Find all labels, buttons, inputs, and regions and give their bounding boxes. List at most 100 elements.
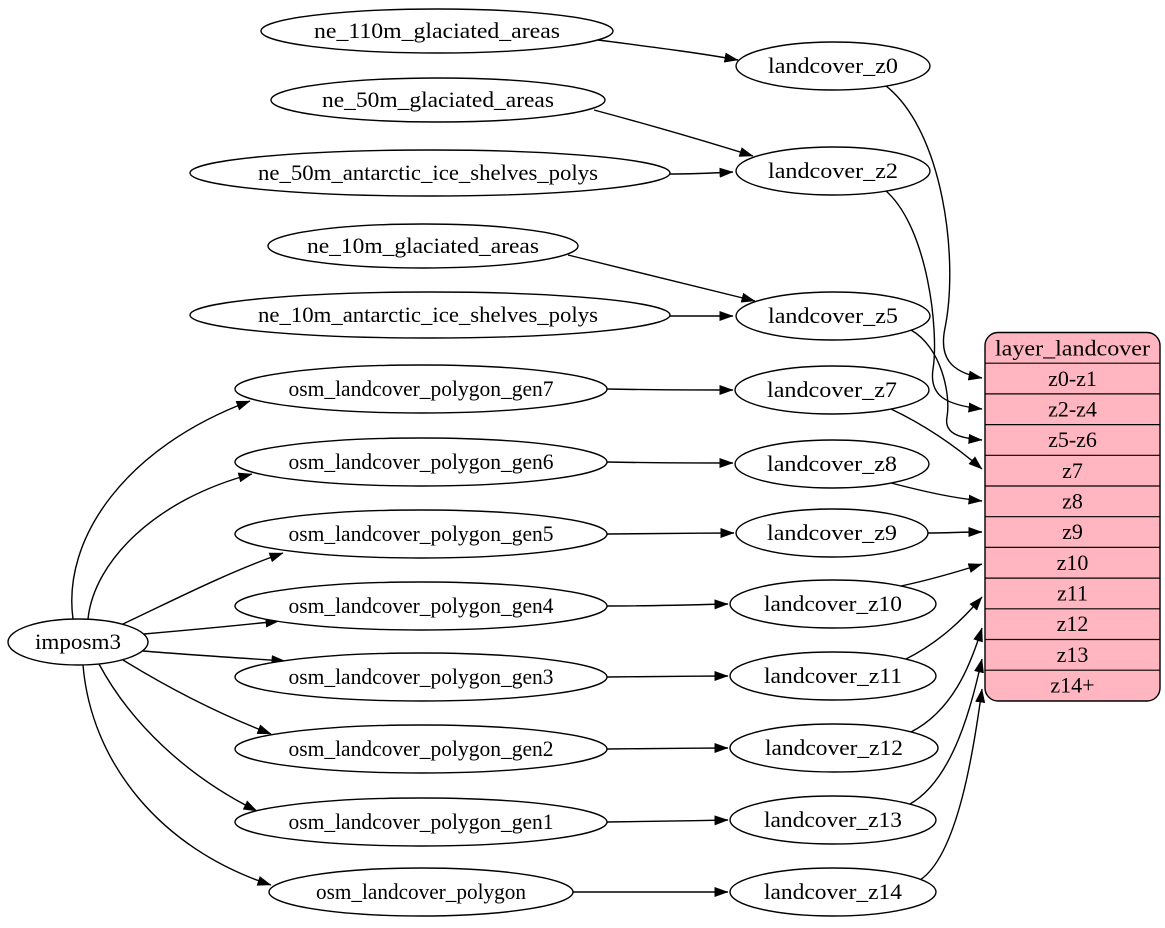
edge-imposm3-to-osm_landcover_polygon_gen2 [122, 659, 272, 735]
node-osm_landcover_polygon: osm_landcover_polygon [268, 867, 574, 917]
node-osm_landcover_polygon_gen1: osm_landcover_polygon_gen1 [234, 797, 608, 847]
node-osm_landcover_polygon_gen4: osm_landcover_polygon_gen4 [234, 581, 608, 631]
edge-imposm3-to-osm_landcover_polygon [82, 664, 272, 886]
edge-landcover_z11-to-row-z11 [905, 596, 983, 660]
record-row-z8: z8 [1062, 489, 1083, 514]
node-landcover_z5-shape [735, 291, 931, 341]
node-osm_landcover_polygon_gen6-label: osm_landcover_polygon_gen6 [289, 449, 554, 474]
node-landcover_z10-shape [729, 579, 937, 629]
node-osm_landcover_polygon_gen4-shape [234, 581, 608, 631]
node-landcover_z0: landcover_z0 [735, 41, 931, 91]
node-landcover_z7-label: landcover_z7 [767, 377, 897, 402]
edge-osm_landcover_polygon_gen7-to-landcover_z7 [606, 384, 734, 395]
node-landcover_z12-label: landcover_z12 [765, 735, 903, 760]
edge-osm_landcover_polygon_gen1-to-landcover_z13 [606, 815, 729, 826]
record-row-z12: z12 [1057, 611, 1089, 636]
node-ne_10m_antarctic_ice_shelves_polys-shape [189, 291, 671, 339]
edge-imposm3-to-osm_landcover_polygon_gen5 [122, 552, 284, 625]
record-row-z14plus: z14+ [1050, 673, 1094, 698]
node-osm_landcover_polygon_gen7-label: osm_landcover_polygon_gen7 [289, 376, 554, 401]
edge-landcover_z2-to-row-z2-z4 [885, 190, 983, 413]
node-ne_10m_glaciated_areas-label: ne_10m_glaciated_areas [307, 233, 539, 258]
edge-landcover_z9-to-row-z9 [927, 527, 983, 538]
edge-landcover_z13-to-row-z13 [909, 658, 984, 805]
edge-osm_landcover_polygon_gen3-to-landcover_z11 [606, 671, 729, 682]
node-ne_110m_glaciated_areas-shape [260, 8, 614, 54]
node-osm_landcover_polygon_gen5: osm_landcover_polygon_gen5 [234, 509, 608, 559]
edge-ne_110m_glaciated_areas-to-landcover_z0 [597, 39, 739, 63]
node-landcover_z7: landcover_z7 [734, 365, 930, 415]
node-landcover_z12: landcover_z12 [729, 723, 939, 773]
node-landcover_z14: landcover_z14 [729, 867, 937, 917]
record-row-z5-z6: z5-z6 [1048, 427, 1097, 452]
node-ne_50m_antarctic_ice_shelves_polys-shape [189, 149, 671, 197]
edge-ne_10m_glaciated_areas-to-landcover_z5 [567, 254, 756, 303]
node-ne_110m_glaciated_areas: ne_110m_glaciated_areas [260, 8, 614, 54]
node-osm_landcover_polygon_gen2-shape [234, 724, 608, 774]
node-landcover_z2: landcover_z2 [735, 146, 931, 196]
node-imposm3-shape [7, 618, 149, 666]
nodes-layer: imposm3 ne_110m_glaciated_areas ne_50m_g… [7, 8, 939, 917]
node-osm_landcover_polygon_gen1-label: osm_landcover_polygon_gen1 [289, 809, 554, 834]
edge-osm_landcover_polygon_gen6-to-landcover_z8 [606, 457, 734, 468]
edge-landcover_z10-to-row-z10 [900, 563, 983, 587]
node-ne_50m_antarctic_ice_shelves_polys-label: ne_50m_antarctic_ice_shelves_polys [258, 160, 598, 185]
node-ne_10m_glaciated_areas: ne_10m_glaciated_areas [267, 223, 579, 269]
edge-landcover_z12-to-row-z12 [910, 627, 983, 733]
node-landcover_z12-shape [729, 723, 939, 773]
node-osm_landcover_polygon_gen2-label: osm_landcover_polygon_gen2 [289, 736, 554, 761]
record-row-z13: z13 [1057, 642, 1089, 667]
node-osm_landcover_polygon_gen6: osm_landcover_polygon_gen6 [234, 437, 608, 487]
node-landcover_z9-shape [735, 508, 929, 558]
edge-landcover_z14-to-row-z14plus [919, 688, 986, 881]
node-ne_50m_antarctic_ice_shelves_polys: ne_50m_antarctic_ice_shelves_polys [189, 149, 671, 197]
node-landcover_z14-shape [729, 867, 937, 917]
edges-layer [71, 39, 986, 897]
node-landcover_z0-label: landcover_z0 [768, 53, 898, 78]
node-ne_110m_glaciated_areas-label: ne_110m_glaciated_areas [314, 18, 560, 43]
record-row-z10: z10 [1057, 550, 1089, 575]
node-osm_landcover_polygon_gen5-label: osm_landcover_polygon_gen5 [289, 521, 554, 546]
edge-landcover_z0-to-row-z0-z1 [885, 85, 983, 381]
edge-osm_landcover_polygon_gen4-to-landcover_z10 [606, 599, 729, 610]
node-landcover_z13: landcover_z13 [729, 795, 937, 845]
node-landcover_z10-label: landcover_z10 [764, 591, 902, 616]
edge-imposm3-to-osm_landcover_polygon_gen1 [98, 663, 258, 812]
node-landcover_z10: landcover_z10 [729, 579, 937, 629]
node-landcover_z8: landcover_z8 [734, 439, 930, 489]
record-row-z0-z1: z0-z1 [1048, 366, 1097, 391]
node-osm_landcover_polygon_gen3-shape [234, 652, 608, 702]
edge-osm_landcover_polygon_gen5-to-landcover_z9 [606, 528, 735, 539]
edge-imposm3-to-osm_landcover_polygon_gen3 [142, 650, 286, 666]
node-imposm3-label: imposm3 [35, 629, 121, 654]
node-imposm3: imposm3 [7, 618, 149, 666]
node-landcover_z5: landcover_z5 [735, 291, 931, 341]
node-landcover_z8-label: landcover_z8 [767, 451, 897, 476]
node-osm_landcover_polygon_gen2: osm_landcover_polygon_gen2 [234, 724, 608, 774]
edge-ne_50m_antarctic_ice_shelves_polys-to-landcover_z2 [669, 167, 734, 178]
node-osm_landcover_polygon-label: osm_landcover_polygon [316, 879, 526, 904]
edge-osm_landcover_polygon_gen2-to-landcover_z12 [606, 743, 729, 754]
node-osm_landcover_polygon_gen6-shape [234, 437, 608, 487]
node-osm_landcover_polygon-shape [268, 867, 574, 917]
node-osm_landcover_polygon_gen5-shape [234, 509, 608, 559]
node-landcover_z14-label: landcover_z14 [764, 879, 902, 904]
node-landcover_z11-shape [729, 651, 937, 701]
node-landcover_z0-shape [735, 41, 931, 91]
edge-landcover_z8-to-row-z8 [890, 482, 983, 505]
node-landcover_z9: landcover_z9 [735, 508, 929, 558]
node-osm_landcover_polygon_gen4-label: osm_landcover_polygon_gen4 [289, 593, 554, 618]
node-landcover_z11-label: landcover_z11 [764, 663, 902, 688]
node-landcover_z2-shape [735, 146, 931, 196]
edge-imposm3-to-osm_landcover_polygon_gen6 [87, 472, 253, 620]
node-ne_50m_glaciated_areas-shape [270, 77, 606, 123]
node-landcover_z11: landcover_z11 [729, 651, 937, 701]
node-osm_landcover_polygon_gen1-shape [234, 797, 608, 847]
node-osm_landcover_polygon_gen7-shape [234, 364, 608, 414]
record-row-z2-z4: z2-z4 [1048, 397, 1097, 422]
node-osm_landcover_polygon_gen7: osm_landcover_polygon_gen7 [234, 364, 608, 414]
edge-ne_50m_glaciated_areas-to-landcover_z2 [593, 109, 754, 157]
record-title: layer_landcover [995, 336, 1151, 361]
